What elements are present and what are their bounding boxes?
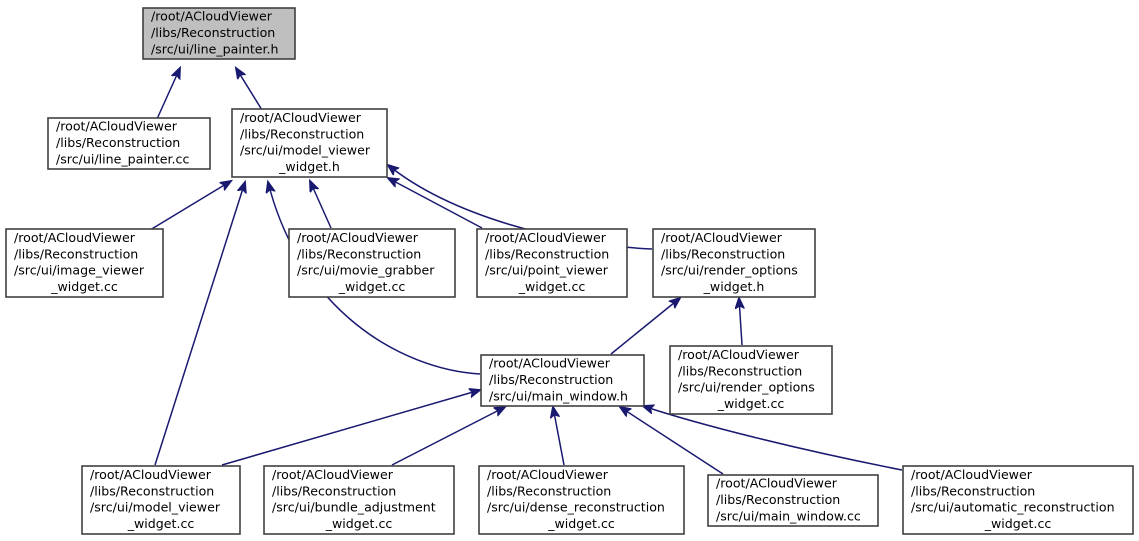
node-label-line: _widget.cc: [717, 396, 785, 411]
graph-edge-bundle_adjustment_widget_cc-to-main_window_h: [391, 407, 505, 466]
graph-edge-main_window_cc-to-main_window_h: [620, 407, 724, 475]
node-background-render_options_widget_cc: [669, 345, 833, 415]
node-label-line: _widget.cc: [338, 279, 406, 294]
node-label-line: /root/ACloudViewer: [678, 347, 800, 362]
graph-node-main_window_h[interactable]: /root/ACloudViewer/libs/Reconstruction/s…: [480, 354, 645, 407]
graph-node-point_viewer_widget_cc[interactable]: /root/ACloudViewer/libs/Reconstruction/s…: [476, 228, 628, 298]
node-label-line: /root/ACloudViewer: [14, 230, 136, 245]
graph-edge-render_options_widget_cc-to-render_options_widget_h: [739, 298, 742, 346]
node-label-line: /root/ACloudViewer: [489, 356, 611, 371]
graph-edge-movie_grabber_widget_cc-to-model_viewer_widget_h: [310, 181, 332, 229]
node-label-line: /root/ACloudViewer: [716, 476, 838, 491]
node-background-bundle_adjustment_widget_cc: [263, 465, 455, 535]
node-background-main_window_h: [480, 354, 645, 407]
node-background-line_painter_h: [142, 7, 296, 60]
node-label-line: _widget.cc: [518, 279, 586, 294]
node-label-line: /libs/Reconstruction: [487, 483, 611, 498]
graph-node-movie_grabber_widget_cc[interactable]: /root/ACloudViewer/libs/Reconstruction/s…: [288, 228, 456, 298]
graph-edge-point_viewer_widget_cc-to-model_viewer_widget_h: [388, 178, 483, 229]
graph-edge-model_viewer_widget_cc-to-model_viewer_widget_h: [154, 182, 245, 466]
graph-edge-main_window_h-to-model_viewer_widget_h: [268, 182, 481, 375]
node-label-line: /libs/Reconstruction: [911, 483, 1035, 498]
node-label-line: /src/ui/bundle_adjustment: [272, 500, 436, 515]
node-label-line: /src/ui/render_options: [661, 263, 798, 278]
graph-edge-dense_reconstruction_widget_cc-to-main_window_h: [553, 407, 565, 466]
node-label-line: /root/ACloudViewer: [661, 230, 783, 245]
node-background-model_viewer_widget_cc: [81, 465, 241, 535]
node-layer: /root/ACloudViewer/libs/Reconstruction/s…: [5, 7, 1134, 535]
edge-layer: [149, 68, 903, 475]
node-label-line: /root/ACloudViewer: [56, 119, 178, 134]
node-label-line: /libs/Reconstruction: [14, 246, 138, 261]
node-label-line: /libs/Reconstruction: [716, 492, 840, 507]
node-background-render_options_widget_h: [652, 228, 816, 298]
node-label-line: /src/ui/main_window.cc: [716, 508, 861, 523]
node-label-line: /libs/Reconstruction: [489, 372, 613, 387]
graph-edge-model_viewer_widget_cc-to-main_window_h: [221, 390, 480, 466]
node-background-movie_grabber_widget_cc: [288, 228, 456, 298]
node-background-image_viewer_widget_cc: [5, 228, 164, 298]
node-label-line: /src/ui/line_painter.cc: [56, 151, 189, 166]
graph-edge-model_viewer_widget_h-to-line_painter_h: [236, 68, 263, 111]
node-label-line: /root/ACloudViewer: [90, 467, 212, 482]
node-label-line: /src/ui/main_window.h: [489, 388, 628, 403]
graph-edge-main_window_h-to-render_options_widget_h: [610, 298, 680, 355]
node-label-line: _widget.h: [703, 279, 765, 294]
graph-node-image_viewer_widget_cc[interactable]: /root/ACloudViewer/libs/Reconstruction/s…: [5, 228, 164, 298]
node-label-line: /src/ui/line_painter.h: [151, 41, 279, 56]
node-label-line: _widget.cc: [127, 516, 195, 531]
node-label-line: /src/ui/point_viewer: [485, 263, 609, 278]
node-label-line: /libs/Reconstruction: [90, 483, 214, 498]
node-label-line: _widget.cc: [984, 516, 1052, 531]
node-background-point_viewer_widget_cc: [476, 228, 628, 298]
node-label-line: _widget.cc: [325, 516, 393, 531]
node-label-line: /libs/Reconstruction: [151, 25, 275, 40]
node-background-model_viewer_widget_h: [231, 108, 388, 178]
graph-node-automatic_reconstruction_widget_cc[interactable]: /root/ACloudViewer/libs/Reconstruction/s…: [902, 465, 1134, 535]
node-label-line: /libs/Reconstruction: [661, 246, 785, 261]
graph-node-bundle_adjustment_widget_cc[interactable]: /root/ACloudViewer/libs/Reconstruction/s…: [263, 465, 455, 535]
graph-node-render_options_widget_h[interactable]: /root/ACloudViewer/libs/Reconstruction/s…: [652, 228, 816, 298]
graph-node-line_painter_cc[interactable]: /root/ACloudViewer/libs/Reconstruction/s…: [47, 117, 211, 170]
graph-edge-image_viewer_widget_cc-to-model_viewer_widget_h: [149, 181, 231, 231]
node-label-line: /root/ACloudViewer: [151, 9, 273, 24]
graph-node-model_viewer_widget_h[interactable]: /root/ACloudViewer/libs/Reconstruction/s…: [231, 108, 388, 178]
node-label-line: /root/ACloudViewer: [911, 467, 1033, 482]
node-label-line: /src/ui/render_options: [678, 380, 815, 395]
node-background-main_window_cc: [707, 474, 879, 527]
node-background-line_painter_cc: [47, 117, 211, 170]
node-label-line: /libs/Reconstruction: [272, 483, 396, 498]
graph-node-line_painter_h[interactable]: /root/ACloudViewer/libs/Reconstruction/s…: [142, 7, 296, 60]
node-label-line: _widget.cc: [50, 279, 118, 294]
node-label-line: /src/ui/movie_grabber: [297, 263, 435, 278]
node-label-line: /root/ACloudViewer: [297, 230, 419, 245]
node-label-line: /libs/Reconstruction: [297, 246, 421, 261]
node-background-automatic_reconstruction_widget_cc: [902, 465, 1134, 535]
node-label-line: /root/ACloudViewer: [487, 467, 609, 482]
node-label-line: /libs/Reconstruction: [678, 363, 802, 378]
node-label-line: /src/ui/model_viewer: [90, 500, 221, 515]
node-label-line: /libs/Reconstruction: [56, 135, 180, 150]
graph-node-model_viewer_widget_cc[interactable]: /root/ACloudViewer/libs/Reconstruction/s…: [81, 465, 241, 535]
node-label-line: /root/ACloudViewer: [272, 467, 394, 482]
node-label-line: /libs/Reconstruction: [485, 246, 609, 261]
node-label-line: /src/ui/image_viewer: [14, 263, 145, 278]
node-label-line: /src/ui/model_viewer: [240, 143, 371, 158]
node-label-line: /root/ACloudViewer: [485, 230, 607, 245]
graph-node-render_options_widget_cc[interactable]: /root/ACloudViewer/libs/Reconstruction/s…: [669, 345, 833, 415]
node-label-line: /src/ui/automatic_reconstruction: [911, 500, 1115, 515]
node-label-line: /libs/Reconstruction: [240, 126, 364, 141]
node-background-dense_reconstruction_widget_cc: [478, 465, 685, 535]
graph-edge-automatic_reconstruction_widget_cc-to-main_window_h: [643, 406, 903, 471]
node-label-line: /src/ui/dense_reconstruction: [487, 500, 665, 515]
graph-edge-line_painter_cc-to-line_painter_h: [156, 68, 180, 120]
graph-node-main_window_cc[interactable]: /root/ACloudViewer/libs/Reconstruction/s…: [707, 474, 879, 527]
node-label-line: _widget.cc: [547, 516, 615, 531]
node-label-line: _widget.h: [278, 159, 340, 174]
graph-node-dense_reconstruction_widget_cc[interactable]: /root/ACloudViewer/libs/Reconstruction/s…: [478, 465, 685, 535]
node-label-line: /root/ACloudViewer: [240, 110, 362, 125]
